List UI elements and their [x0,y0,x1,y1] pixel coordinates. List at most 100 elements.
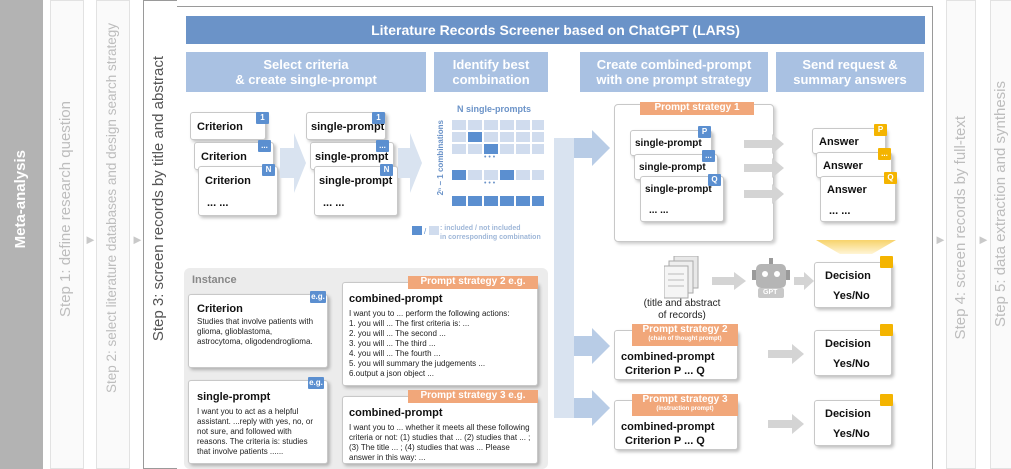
instance-ps3-text: I want you to ... whether it meets all t… [349,423,531,462]
criterion-label: Criterion [205,175,251,187]
combination-ylabel: 2ⁿ − 1 combinations [436,120,445,196]
meta-analysis-strip: Meta-analysis [0,0,43,469]
instance-ps2-line-5: 4. you will ... The fourth ... [349,349,441,358]
single-prompt-label: single-prompt [635,138,702,149]
instance-ps3-title: combined-prompt [349,407,443,419]
step4-strip: Step 4: screen records by full-text [946,0,976,469]
instance-title: Instance [192,274,237,286]
svg-text:/: / [424,227,427,236]
flow-arrows-to-strategies [554,130,610,426]
strategy2-sub: (chain of thought prompt) [648,336,722,342]
step3-label: Step 3: screen records by title and abst… [150,56,167,342]
answer-tag-q: Q [884,172,897,184]
meta-analysis-label: Meta-analysis [12,150,29,249]
arrow-step2-step3: ► [131,232,144,247]
criterion-label: Criterion [197,121,243,133]
arrow-step3-step4: ► [934,232,947,247]
instance-ps2-line-4: 3. you will ... The third ... [349,339,436,348]
instance-single-prompt-text: I want you to act as a helpful assistant… [197,407,314,456]
decision-tag-2 [880,324,893,336]
strategy1-label: Prompt strategy 1 [640,102,754,115]
criterion-card-1: Criterion [190,112,266,140]
instance-ps2-line-6: 5. you will summary the judgements ... [349,359,486,368]
decision-tag-3 [880,394,893,406]
combination-dots-2: • • • [484,180,496,187]
combination-legend: : included / not included in correspondi… [440,225,541,241]
gpt-label: GPT [763,289,778,296]
decision-value: Yes/No [833,290,870,302]
criterion-label: Criterion [201,151,247,163]
decision-tag-1 [880,256,893,268]
step1-strip: Step 1: define research question [50,0,84,469]
decision-label: Decision [825,270,871,282]
gpt-to-decision-arrow [794,272,814,290]
step5-strip: Step 5: data extraction and synthesis [990,0,1011,469]
instance-criterion-eg: e.g. [310,291,326,303]
step3-frame [177,6,933,469]
records-to-gpt-arrow [712,272,746,290]
instance-ps2-title: combined-prompt [349,293,443,305]
decision-value: Yes/No [833,428,870,440]
instance-ps2-line-3: 2. you will ... The second ... [349,329,446,338]
combination-legend-swatch: / [412,226,439,236]
criterion-ellipsis: ... ... [207,197,229,209]
answer-card-2: Answer [816,152,892,178]
strategy2-to-decision-arrow [768,344,804,364]
arrows-to-answers [744,134,784,204]
step2-label: Step 2: select literature databases and … [104,23,119,393]
step1-label: Step 1: define research question [57,101,74,317]
summary-wedge [816,240,896,254]
answer-card-3: Answer ... ... [820,176,896,222]
decision-card-3: Decision Yes/No [814,400,892,446]
single-prompt-label: single-prompt [315,151,389,163]
strategy3-label-text: Prompt strategy 3 [642,394,728,405]
strategy1-tag-p: P [698,126,711,138]
header-send-request: Send request & summary answers [776,52,924,92]
lars-banner: Literature Records Screener based on Cha… [186,16,925,44]
answer-label: Answer [819,136,859,148]
decision-card-2: Decision Yes/No [814,330,892,376]
records-document-icon [664,256,699,299]
instance-ps2-label: Prompt strategy 2 e.g. [408,276,538,289]
decision-value: Yes/No [833,358,870,370]
criterion-tag-2: ... [258,140,271,152]
single-prompt-tag-1: 1 [372,112,385,124]
strategy2-combined-prompt: combined-prompt [621,351,715,363]
single-prompt-label: single-prompt [311,121,385,133]
combination-grid [452,120,544,206]
instance-ps3-card: combined-prompt I want you to ... whethe… [342,396,538,464]
instance-ps2-line-7: 6.output a json object ... [349,369,434,378]
header-combined-prompt: Create combined-prompt with one prompt s… [580,52,768,92]
arrow-prompts-to-grid [398,133,422,193]
combination-dots-1: • • • [484,154,496,161]
criterion-tag-1: 1 [256,112,269,124]
strategy1-tag-q: Q [708,174,721,186]
strategy3-label: Prompt strategy 3 (instruction prompt) [632,394,738,416]
step2-strip: Step 2: select literature databases and … [96,0,130,469]
header-select-criteria: Select criteria & create single-prompt [186,52,426,92]
decision-label: Decision [825,338,871,350]
single-prompt-label: single-prompt [639,162,706,173]
arrow-step1-step2: ► [84,232,97,247]
instance-criterion-title: Criterion [197,303,243,315]
answer-tag-p: P [874,124,887,136]
answer-label: Answer [827,184,867,196]
answer-ellipsis: ... ... [829,205,851,217]
strategy3-combined-prompt: combined-prompt [621,421,715,433]
arrow-criteria-to-prompts [280,133,306,193]
strategy3-to-decision-arrow [768,414,804,434]
gpt-robot-icon [752,258,790,298]
step4-label: Step 4: screen records by full-text [952,116,969,340]
instance-criterion-text: Studies that involve patients with gliom… [197,317,314,346]
criterion-tag-3: N [262,164,275,176]
header-identify-combination: Identify best combination [434,52,548,92]
single-prompt-tag-3: N [380,164,393,176]
strategy3-sub: (instruction prompt) [656,406,714,412]
combination-title: N single-prompts [457,104,532,114]
answer-tag-dots: ... [878,148,891,160]
single-prompt-label: single-prompt [645,184,712,195]
step3-strip: Step 3: screen records by title and abst… [143,0,177,469]
strategy1-tag-dots: ... [702,150,715,162]
instance-ps2-line-2: 1. you will ... The first criteria is: .… [349,319,470,328]
step5-label: Step 5: data extraction and synthesis [992,81,1009,327]
